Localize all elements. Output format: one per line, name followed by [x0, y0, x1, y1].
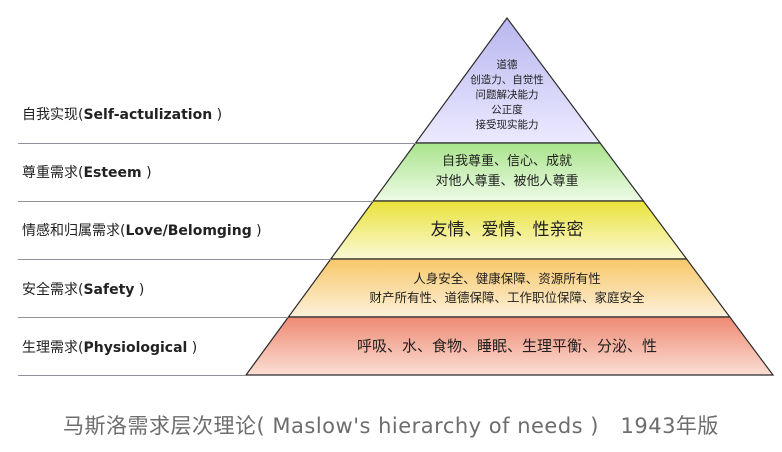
tier-text-line: 呼吸、水、食物、睡眠、生理平衡、分泌、性 [356, 337, 657, 355]
level-label-cn: 尊重需求( [22, 165, 84, 181]
level-label-close: ) [212, 107, 223, 123]
level-label-en: Safety [83, 282, 135, 298]
figure-caption: 马斯洛需求层次理论( Maslow's hierarchy of needs )… [63, 414, 719, 438]
tier-text-line: 人身安全、健康保障、资源所有性 [413, 271, 601, 286]
level-label-cn: 情感和归属需求( [22, 223, 126, 239]
tier-text-line: 接受现实能力 [475, 118, 539, 131]
level-guide-line [18, 375, 246, 376]
level-label-close: ) [251, 223, 262, 239]
level-label-en: Physiological [83, 340, 188, 356]
tier-text-3: 友情、爱情、性亲密 [0, 219, 782, 241]
tier-text-line: 创造力、自觉性 [470, 73, 544, 86]
level-guide-line [18, 259, 331, 260]
level-label-close: ) [187, 340, 198, 356]
level-label-en: Self-actulization [83, 107, 213, 123]
level-label-cn: 自我实现( [22, 107, 84, 123]
level-label-close: ) [134, 282, 145, 298]
level-guide-line [18, 201, 374, 202]
tier-text-1: 道德创造力、自觉性问题解决能力公正度接受现实能力 [0, 58, 782, 133]
level-label-close: ) [141, 165, 152, 181]
level-label-1: 自我实现(Self-actulization ) [22, 104, 222, 124]
pyramid-tier-5 [244, 316, 775, 376]
level-label-3: 情感和归属需求(Love/Belomging ) [22, 220, 262, 240]
level-label-en: Love/Belomging [125, 223, 252, 239]
tier-text-line: 友情、爱情、性亲密 [430, 220, 584, 240]
level-label-cn: 安全需求( [22, 282, 84, 298]
level-label-en: Esteem [83, 165, 142, 181]
level-guide-line [18, 143, 416, 144]
level-label-2: 尊重需求(Esteem ) [22, 162, 152, 182]
tier-text-line: 公正度 [491, 103, 523, 116]
tier-text-line: 对他人尊重、被他人尊重 [435, 174, 579, 189]
tier-text-4: 人身安全、健康保障、资源所有性财产所有性、道德保障、工作职位保障、家庭安全 [0, 269, 782, 307]
level-label-cn: 生理需求( [22, 340, 84, 356]
tier-text-2: 自我尊重、信心、成就对他人尊重、被他人尊重 [0, 152, 782, 192]
tier-text-line: 道德 [496, 58, 518, 71]
level-label-4: 安全需求(Safety ) [22, 279, 144, 299]
level-guide-line [18, 317, 289, 318]
tier-text-line: 财产所有性、道德保障、工作职位保障、家庭安全 [369, 290, 645, 305]
level-label-5: 生理需求(Physiological ) [22, 337, 197, 357]
tier-text-line: 自我尊重、信心、成就 [441, 154, 572, 169]
tier-text-5: 呼吸、水、食物、睡眠、生理平衡、分泌、性 [0, 335, 782, 357]
tier-text-line: 问题解决能力 [475, 88, 539, 101]
